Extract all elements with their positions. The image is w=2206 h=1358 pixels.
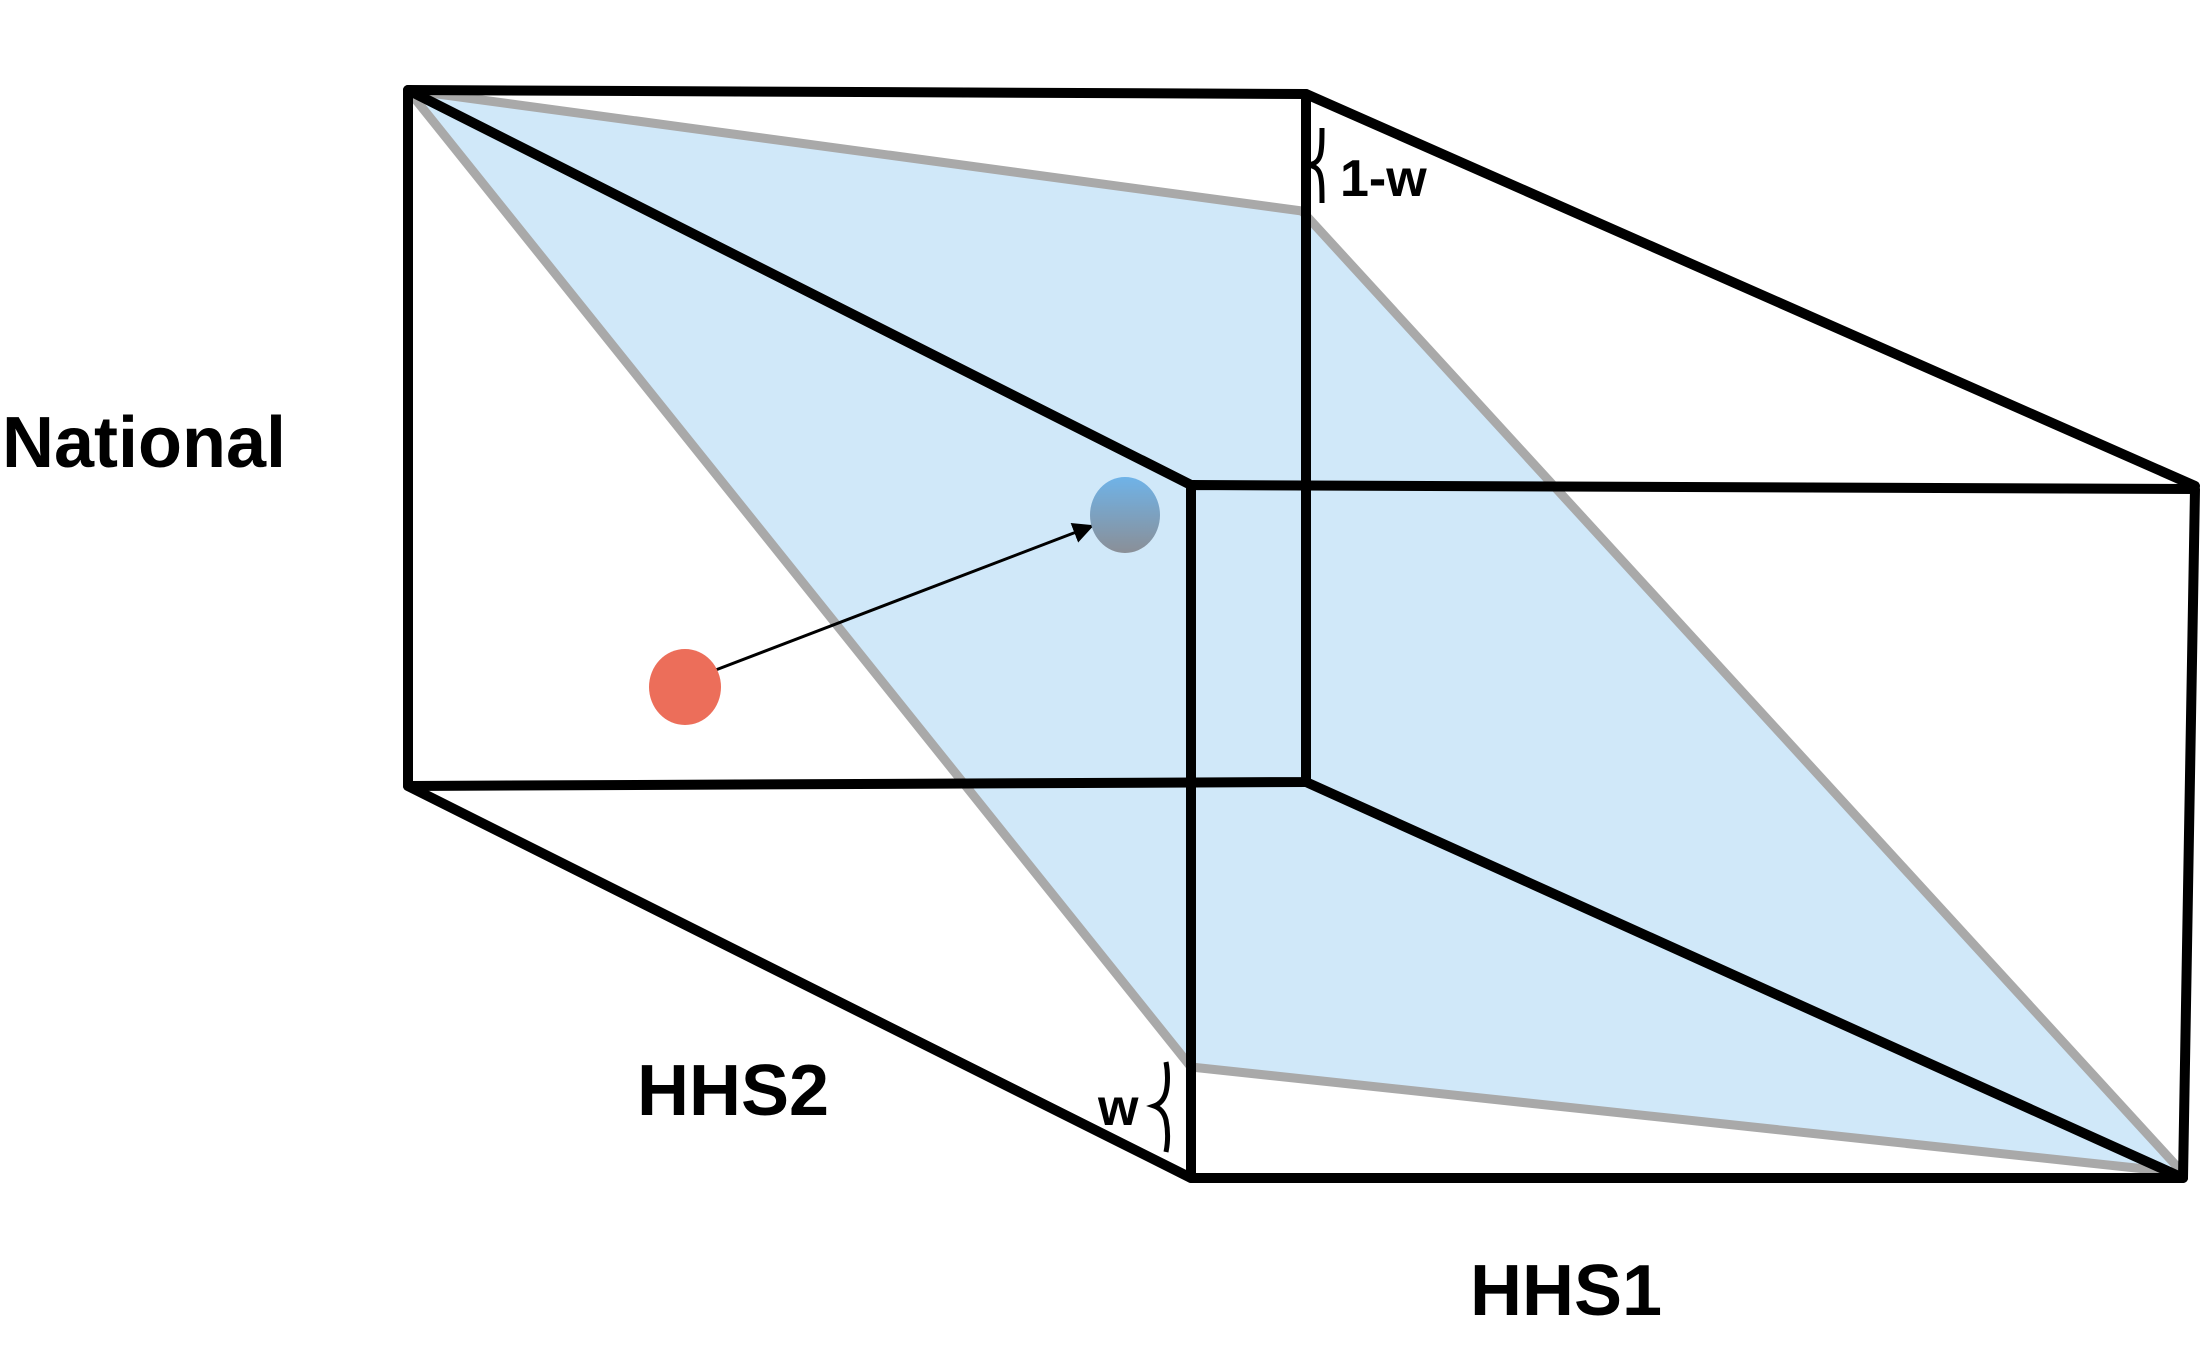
plane-edges [403,85,2188,1178]
plane-bottom-edge [1186,1062,2188,1178]
projection-arrow [712,522,1094,673]
weighted-plane [408,90,2183,1173]
one-minus-w-label: 1-w [1340,150,1427,208]
bottom-brace-icon [1146,1061,1170,1153]
plane-right-edge [1297,206,2188,1178]
plane-top-edge [403,85,1307,216]
national-axis-label: National [2,403,286,483]
start-point-icon [649,649,721,725]
cube-edge-top-left [403,85,1196,490]
top-brace-icon [1307,127,1325,204]
cube-edges [403,85,2200,1183]
cube-edge-bottom-right [1301,777,2188,1183]
cube-edge-bottom-left [403,781,1196,1183]
projected-point-icon [1090,477,1160,553]
w-label: w [1097,1079,1139,1137]
cube-edge-top-right [1301,89,2200,491]
hhs2-axis-label: HHS2 [637,1051,829,1131]
plane-left-edge [403,85,1196,1072]
hhs1-axis-label: HHS1 [1470,1251,1662,1331]
